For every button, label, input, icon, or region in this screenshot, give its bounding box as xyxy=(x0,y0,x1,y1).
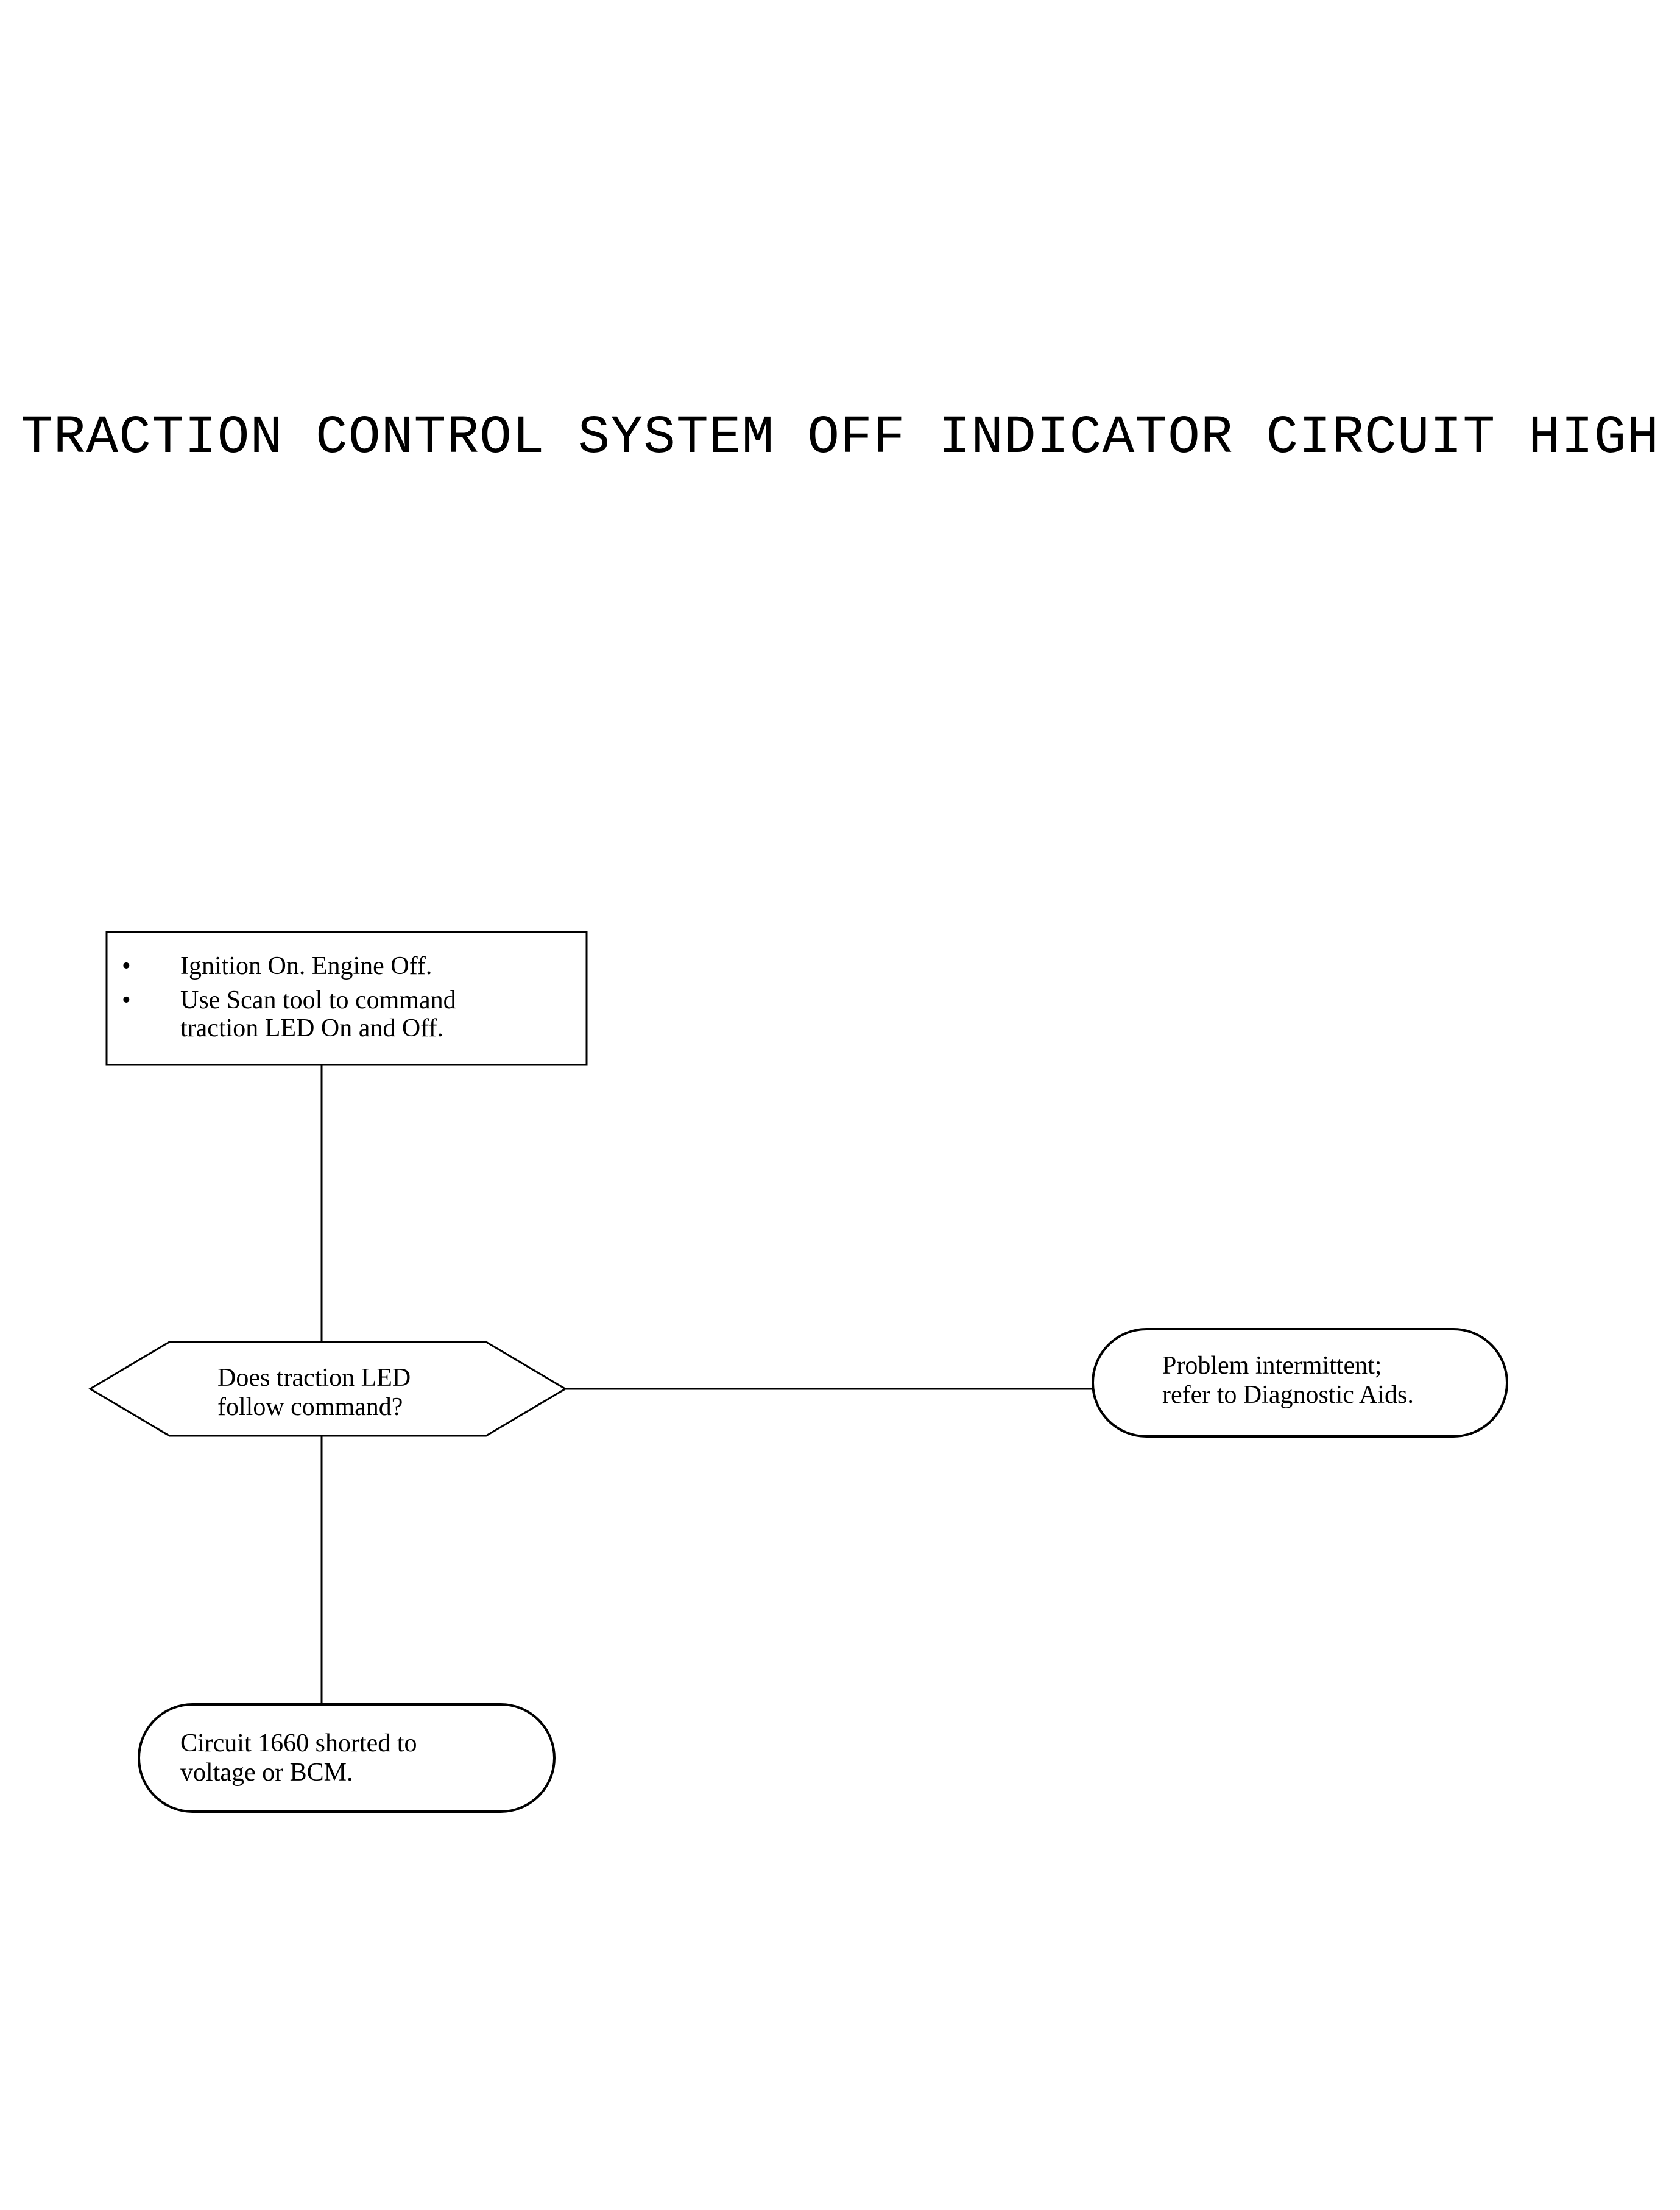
start-step-2-continued: traction LED On and Off. xyxy=(180,1014,443,1042)
decision-question-line-1: Does traction LED xyxy=(217,1364,411,1392)
start-box xyxy=(105,931,588,1066)
start-step-1: Ignition On. Engine Off. xyxy=(180,952,432,980)
result-bottom-line-2: voltage or BCM. xyxy=(180,1759,353,1787)
decision-question-line-2: follow command? xyxy=(217,1393,403,1421)
page-title: TRACTION CONTROL SYSTEM OFF INDICATOR CI… xyxy=(20,408,1660,468)
start-step-2: Use Scan tool to command xyxy=(180,986,456,1014)
bullet-icon: • xyxy=(122,952,131,980)
result-right-line-2: refer to Diagnostic Aids. xyxy=(1162,1381,1414,1409)
result-bottom-terminator xyxy=(138,1703,556,1813)
result-bottom-line-1: Circuit 1660 shorted to xyxy=(180,1729,417,1757)
result-right-terminator xyxy=(1092,1328,1508,1438)
result-right-line-1: Problem intermittent; xyxy=(1162,1352,1382,1380)
bullet-icon: • xyxy=(122,986,131,1014)
